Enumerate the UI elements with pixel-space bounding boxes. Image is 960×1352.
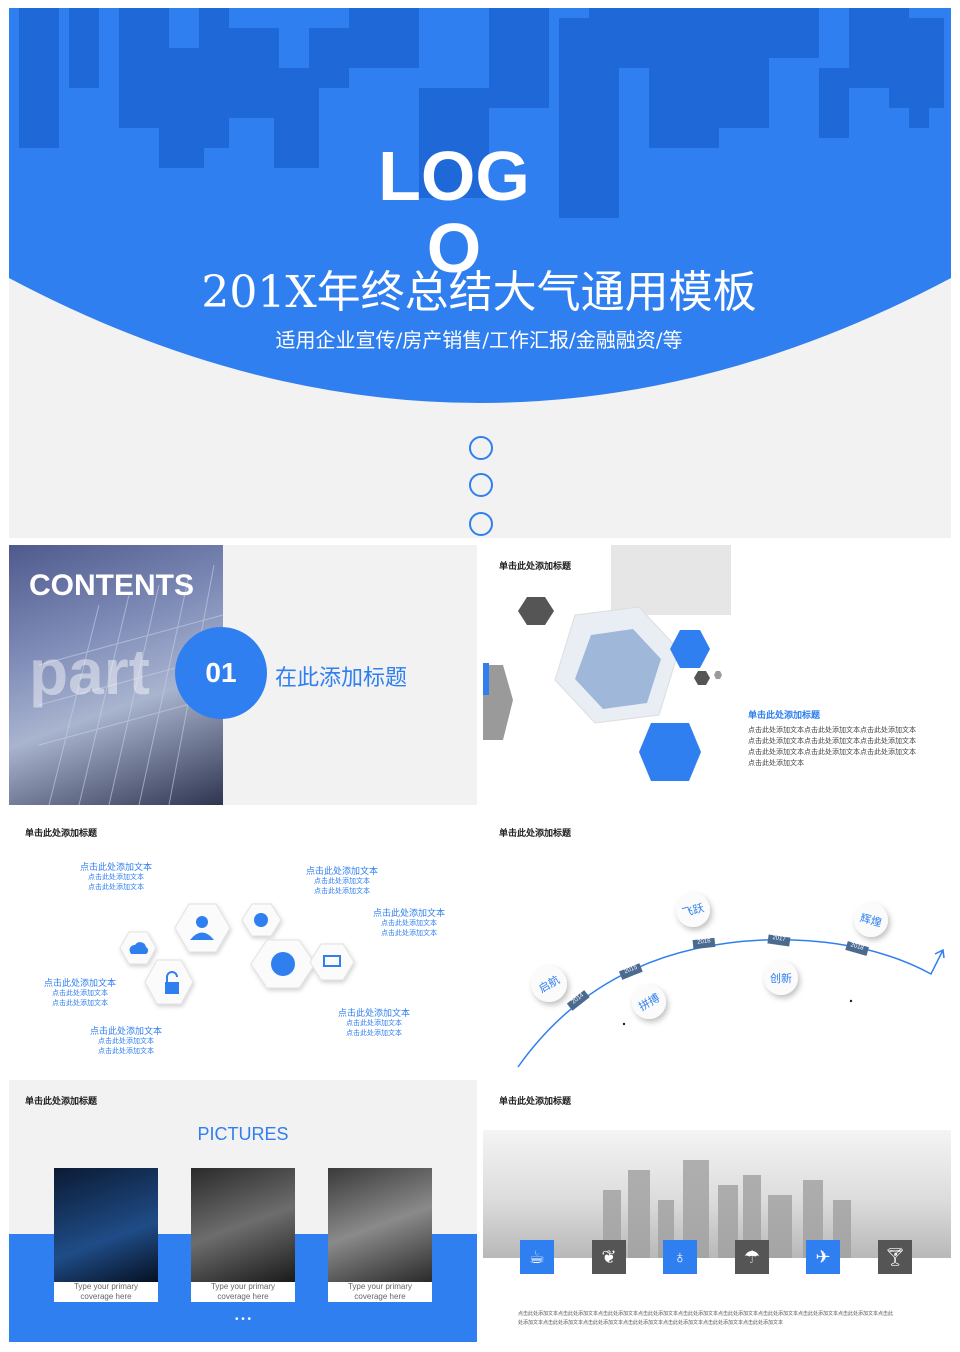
- city-sketch-image: [483, 1130, 951, 1258]
- contents-slide: CONTENTS part 01 在此添加标题: [9, 545, 477, 805]
- city-sketch-lines: [603, 1160, 851, 1258]
- cover-title: 201X年终总结大气通用模板: [201, 267, 757, 318]
- hex-slide: 单击此处添加标题 单击此处添加标题 点击此处添加文本点击此处添加文本点击此处添加…: [483, 545, 951, 805]
- cloud-icon: [129, 942, 149, 954]
- city-slide: 单击此处添加标题 ☕ ❦ ♁ ☂ ✈ 🍸︎ 点击此处添加文本点击此处添加文本点击…: [483, 1080, 951, 1342]
- text-block-4: 点击此处添加文本 点击此处添加文本 点击此处添加文本: [43, 978, 116, 1007]
- plane-icon: ✈: [806, 1240, 840, 1274]
- picture-1-caption-l1: Type your primary: [73, 1282, 139, 1291]
- cup-icon: 🍸︎: [878, 1240, 912, 1274]
- cover-slide: LOG O 201X年终总结大气通用模板 适用企业宣传/房产销售/工作汇报/金融…: [9, 8, 951, 538]
- picture-card-1[interactable]: Type your primary coverage here: [54, 1168, 158, 1302]
- hex-sub-title: 单击此处添加标题: [748, 710, 821, 720]
- icons-slide: 单击此处添加标题 点击此处添加文本 点击此处添加文本 点击此处添加文本 点击此处…: [9, 812, 477, 1074]
- laptop-icon: [323, 955, 341, 967]
- city-body-line-1: 点击此处添加文本点击此处添加文本点击此处添加文本点击此处添加文本点击此处添加文本…: [518, 1311, 894, 1317]
- contents-item-title[interactable]: 在此添加标题: [275, 665, 408, 690]
- city-body-line-2: 处添加文本点击此处添加文本点击此处添加文本点击此处添加文本点击此处添加文本点击此…: [518, 1320, 784, 1326]
- text-block-6: 点击此处添加文本 点击此处添加文本 点击此处添加文本: [89, 1026, 162, 1055]
- pictures-heading: PICTURES: [197, 1124, 289, 1144]
- text-block-5: 点击此处添加文本 点击此处添加文本 点击此处添加文本: [337, 1008, 410, 1037]
- pager-dots[interactable]: • • •: [234, 1314, 252, 1325]
- hex-graphic: [483, 545, 731, 781]
- number-label: 01: [205, 657, 237, 688]
- nav-circle-3[interactable]: [469, 512, 493, 536]
- leaf-icon: ❦: [592, 1240, 626, 1274]
- nav-circle-2[interactable]: [469, 473, 493, 497]
- picture-3-caption-l2: coverage here: [354, 1292, 406, 1301]
- number-circle: 01: [175, 627, 267, 719]
- picture-1-caption-l2: coverage here: [80, 1292, 132, 1301]
- globe-large-icon: [271, 952, 295, 976]
- picture-2-caption-l2: coverage here: [217, 1292, 269, 1301]
- balloon-icon: ♁: [663, 1240, 697, 1274]
- bubble-chuangxin: 创新: [770, 973, 792, 985]
- globe-icon: [254, 913, 268, 927]
- text-block-1: 点击此处添加文本 点击此处添加文本 点击此处添加文本: [79, 862, 152, 891]
- text-block-2: 点击此处添加文本 点击此处添加文本 点击此处添加文本: [305, 866, 378, 895]
- picture-card-3[interactable]: Type your primary coverage here: [328, 1168, 432, 1302]
- cover-blue-arc: [9, 8, 951, 403]
- picture-1: [54, 1168, 158, 1282]
- umbrella-icon: ☂: [735, 1240, 769, 1274]
- cover-subtitle: 适用企业宣传/房产销售/工作汇报/金融融资/等: [275, 328, 683, 352]
- hex-icon-cluster: [119, 903, 355, 1005]
- picture-3-caption-l1: Type your primary: [347, 1282, 413, 1291]
- timeline-slide: 单击此处添加标题 2014 2015 2016 2017 2018 启航 拼搏 …: [483, 812, 951, 1074]
- part-word: part: [29, 636, 150, 708]
- slide-title: 单击此处添加标题: [25, 828, 98, 838]
- unlock-icon: [165, 971, 179, 994]
- cover-logo: LOG O: [378, 137, 530, 287]
- slide-title: 单击此处添加标题: [499, 828, 572, 838]
- coffee-icon: ☕: [520, 1240, 554, 1274]
- slide-title: 单击此处添加标题: [25, 1096, 98, 1106]
- pictures-slide: 单击此处添加标题 PICTURES Type your primary cove…: [9, 1080, 477, 1342]
- user-icon: [190, 916, 214, 940]
- text-block-3: 点击此处添加文本 点击此处添加文本 点击此处添加文本: [372, 908, 445, 937]
- slide-title: 单击此处添加标题: [499, 561, 572, 571]
- timeline-curve: [517, 893, 945, 1068]
- picture-card-2[interactable]: Type your primary coverage here: [191, 1168, 295, 1302]
- contents-heading: CONTENTS: [29, 569, 194, 602]
- hex-body: 点击此处添加文本点击此处添加文本点击此处添加文本点击此处添加文本点击此处添加文本…: [748, 727, 916, 767]
- nav-circle-1[interactable]: [469, 436, 493, 460]
- picture-2-caption-l1: Type your primary: [210, 1282, 276, 1291]
- picture-3: [328, 1168, 432, 1282]
- picture-2: [191, 1168, 295, 1282]
- slide-title: 单击此处添加标题: [499, 1096, 572, 1106]
